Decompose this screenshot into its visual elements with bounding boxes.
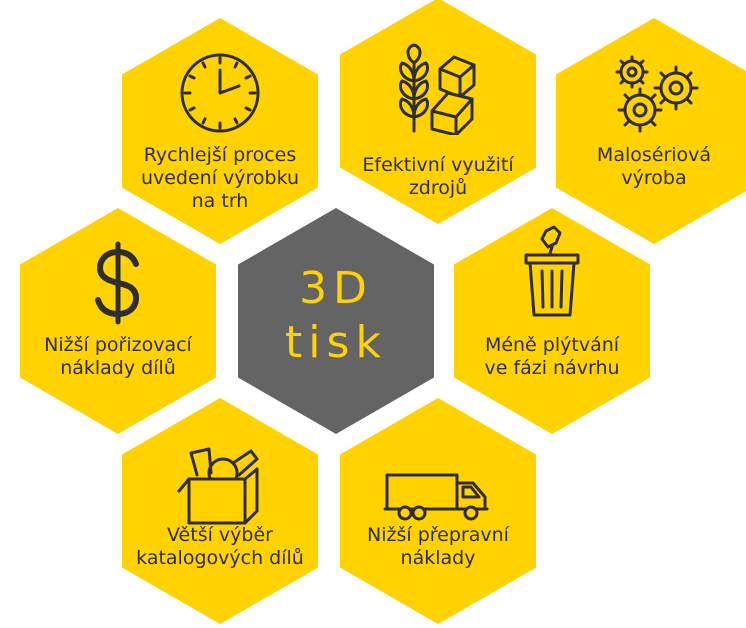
hex-label: Malosériová výroba <box>596 144 712 189</box>
hex-3d-printing: 3D tisk <box>238 208 434 434</box>
box-icon <box>122 440 318 530</box>
center-title: 3D tisk <box>285 263 387 368</box>
truck-icon <box>340 452 536 542</box>
trash-icon <box>454 225 650 318</box>
hex-small-series: Malosériová výroba <box>556 18 746 244</box>
gears-icon <box>556 48 746 138</box>
hex-wider-catalog: Větší výběr katalogových dílů <box>122 398 318 624</box>
hex-lower-shipping: Nižší přepravní náklady <box>340 398 536 624</box>
hex-less-waste: Méně plýtvání ve fázi návrhu <box>454 208 650 434</box>
dollar-icon <box>20 238 216 328</box>
hex-lower-cost: Nižší pořizovací náklady dílů <box>20 208 216 434</box>
hex-label: Nižší přepravní náklady <box>367 524 509 569</box>
hex-label: Nižší pořizovací náklady dílů <box>44 334 192 379</box>
hex-label: Větší výběr katalogových dílů <box>136 524 304 569</box>
clock-icon <box>122 48 318 138</box>
hex-label: Méně plýtvání ve fázi návrhu <box>484 334 620 379</box>
resources-icon <box>340 43 536 135</box>
hex-label: Efektivní využití zdrojů <box>362 154 514 199</box>
hex-resource-use: Efektivní využití zdrojů <box>340 0 536 224</box>
hex-label: Rychlejší proces uvedení výrobku na trh <box>140 144 300 212</box>
hex-faster-to-market: Rychlejší proces uvedení výrobku na trh <box>122 18 318 244</box>
